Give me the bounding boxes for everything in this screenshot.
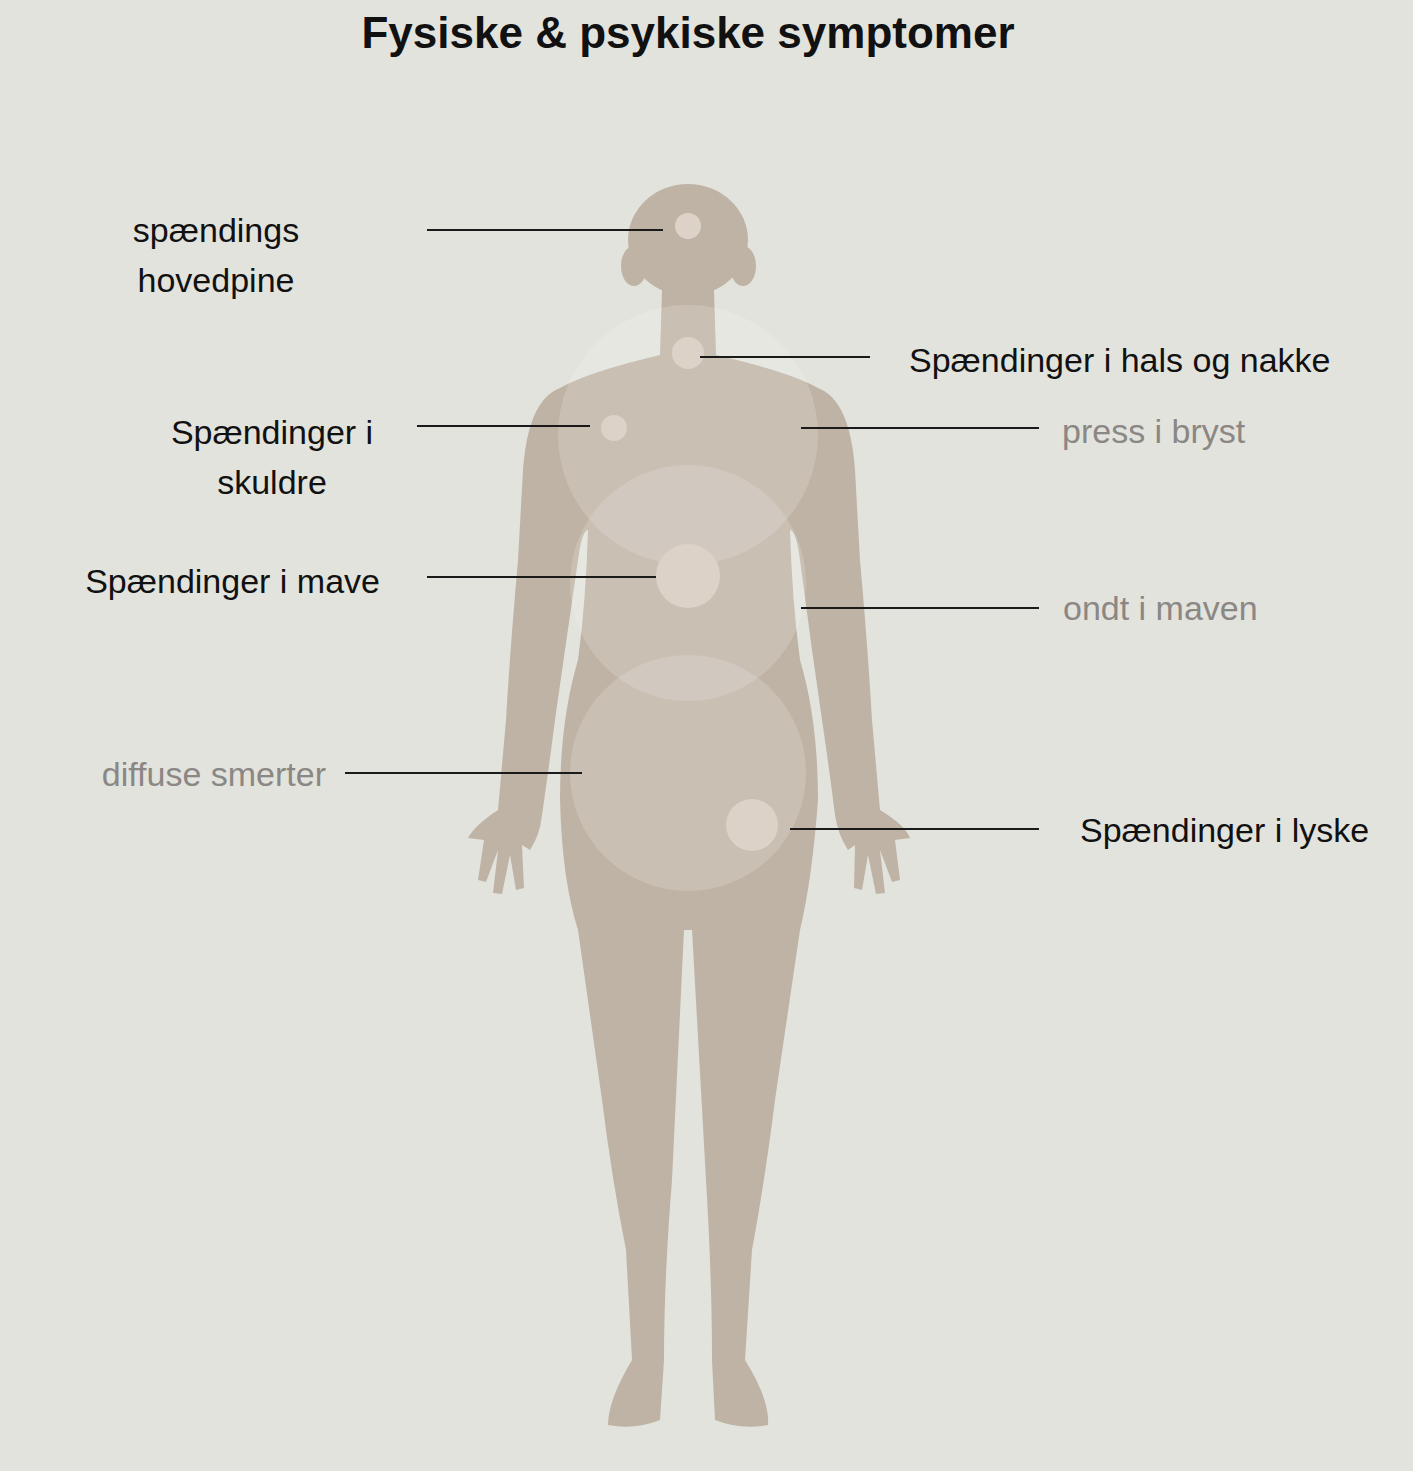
symptom-label: Spændinger i skuldre: [137, 407, 407, 507]
symptom-label: diffuse smerter: [102, 749, 326, 799]
diagram-title: Fysiske & psykiske symptomer: [361, 6, 1014, 60]
symptom-label: ondt i maven: [1063, 583, 1258, 633]
symptom-label: Spændinger i hals og nakke: [909, 335, 1331, 385]
leader-lines: [345, 230, 1039, 829]
symptom-label: press i bryst: [1062, 406, 1245, 456]
symptom-label: spændings hovedpine: [101, 205, 331, 305]
symptom-dots: [601, 213, 778, 851]
body-silhouette: [468, 184, 910, 1427]
symptom-zones: [558, 305, 818, 891]
symptom-label: Spændinger i mave: [85, 556, 380, 606]
symptom-label: Spændinger i lyske: [1080, 805, 1369, 855]
